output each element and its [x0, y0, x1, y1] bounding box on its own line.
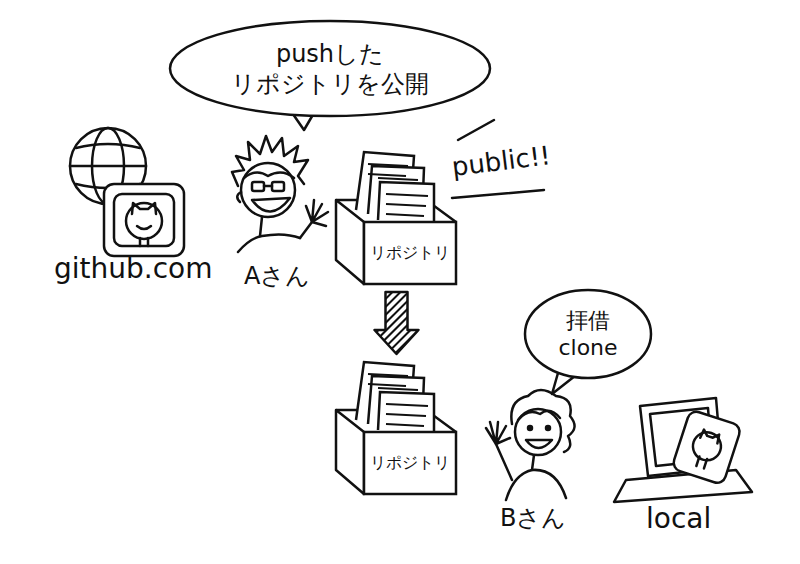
- crate-side: [336, 200, 364, 284]
- hatch-line: [367, 306, 427, 366]
- node-text: pushした リポジトリを公開: [223, 39, 438, 99]
- bubble-outline: [523, 288, 653, 380]
- person-a: [232, 136, 328, 252]
- note-label: public!!: [450, 140, 552, 183]
- site-label: github.com: [54, 252, 213, 286]
- globe-icon-part: [70, 165, 146, 168]
- person-a-part: [300, 222, 312, 238]
- person-label: Bさん: [500, 504, 566, 533]
- crate-front: [364, 432, 456, 494]
- paper-line: [368, 374, 408, 376]
- bubble-ellipse: [170, 21, 490, 116]
- paper-line: [386, 414, 426, 416]
- public-marks-part: [458, 120, 494, 140]
- person-a-part: [252, 198, 290, 212]
- laptop-icon-part-part: [700, 429, 720, 443]
- speech-bubble: 拝借 clone: [523, 288, 653, 380]
- person-b-part: [518, 411, 560, 420]
- place-label: local: [646, 502, 711, 536]
- person-a-part: [244, 172, 294, 178]
- person-label: Aさん: [244, 262, 310, 291]
- person-a-part: [238, 234, 300, 252]
- paper-line: [378, 388, 418, 390]
- paper-line: [386, 214, 424, 216]
- hatch-line: [367, 290, 427, 350]
- bubble-ellipse: [525, 290, 651, 378]
- person-a-part: [306, 200, 328, 226]
- hatch-line: [367, 298, 427, 358]
- public-marks-part: [452, 190, 544, 198]
- crate-front: [364, 222, 456, 284]
- crate-outline: [334, 150, 459, 286]
- person-b-part: [528, 426, 532, 430]
- text-holder: pushした リポジトリを公開: [223, 39, 438, 99]
- arrow-outline: [375, 292, 419, 354]
- crate-outline: [334, 360, 459, 496]
- paper-line: [378, 178, 418, 180]
- repository-box: リポジトリ: [334, 360, 459, 496]
- speech-bubble: pushした リポジトリを公開: [168, 19, 492, 118]
- repository-box: リポジトリ: [334, 150, 459, 286]
- paper-sheet: [378, 392, 434, 432]
- laptop-icon: [614, 398, 752, 502]
- person-b: [486, 390, 575, 500]
- bubble-outline: [168, 19, 492, 118]
- person-a-part: [260, 217, 262, 236]
- github-logo-part: [137, 226, 151, 229]
- crate-face: リポジトリ: [364, 432, 456, 494]
- paper-line: [386, 404, 428, 406]
- node-text: リポジトリ: [370, 453, 450, 473]
- paper-line: [386, 194, 428, 196]
- person-b-part: [486, 422, 510, 444]
- person-a-part: [252, 182, 264, 191]
- laptop-icon-part-part: [696, 456, 707, 468]
- person-a-part: [237, 192, 241, 202]
- paper-line: [386, 204, 426, 206]
- github-logo-part: [114, 194, 174, 246]
- laptop-icon-part: [614, 470, 752, 502]
- node-text: 拝借 clone: [548, 307, 628, 362]
- globe-icon-part: [76, 144, 140, 148]
- github-logo: [104, 184, 184, 256]
- paper-line: [368, 384, 406, 386]
- text-holder: 拝借 clone: [548, 307, 628, 362]
- person-b-part: [532, 455, 534, 470]
- paper-line: [386, 424, 424, 426]
- laptop-icon-part-part: [671, 409, 742, 485]
- crate-side: [336, 410, 364, 494]
- paper-sheet: [378, 182, 434, 222]
- person-b-part: [496, 444, 512, 480]
- person-b-part: [526, 440, 552, 448]
- person-a-part: [241, 163, 295, 217]
- node-text: リポジトリ: [370, 243, 450, 263]
- person-b-part: [546, 426, 550, 430]
- bubble-content: pushした リポジトリを公開: [168, 19, 492, 118]
- person-a-part: [264, 185, 272, 188]
- github-logo-part: [140, 238, 148, 246]
- bubble-content: 拝借 clone: [523, 288, 653, 380]
- person-b-part: [515, 409, 561, 455]
- person-a-part: [272, 182, 284, 191]
- github-logo-part: [104, 184, 184, 256]
- paper-line: [368, 174, 406, 176]
- crate-face: リポジトリ: [364, 222, 456, 284]
- github-logo-part: [132, 203, 156, 214]
- person-b-part: [506, 470, 566, 500]
- github-logo-part: [126, 203, 162, 239]
- paper-line: [368, 164, 408, 166]
- laptop-icon-part: [671, 409, 742, 485]
